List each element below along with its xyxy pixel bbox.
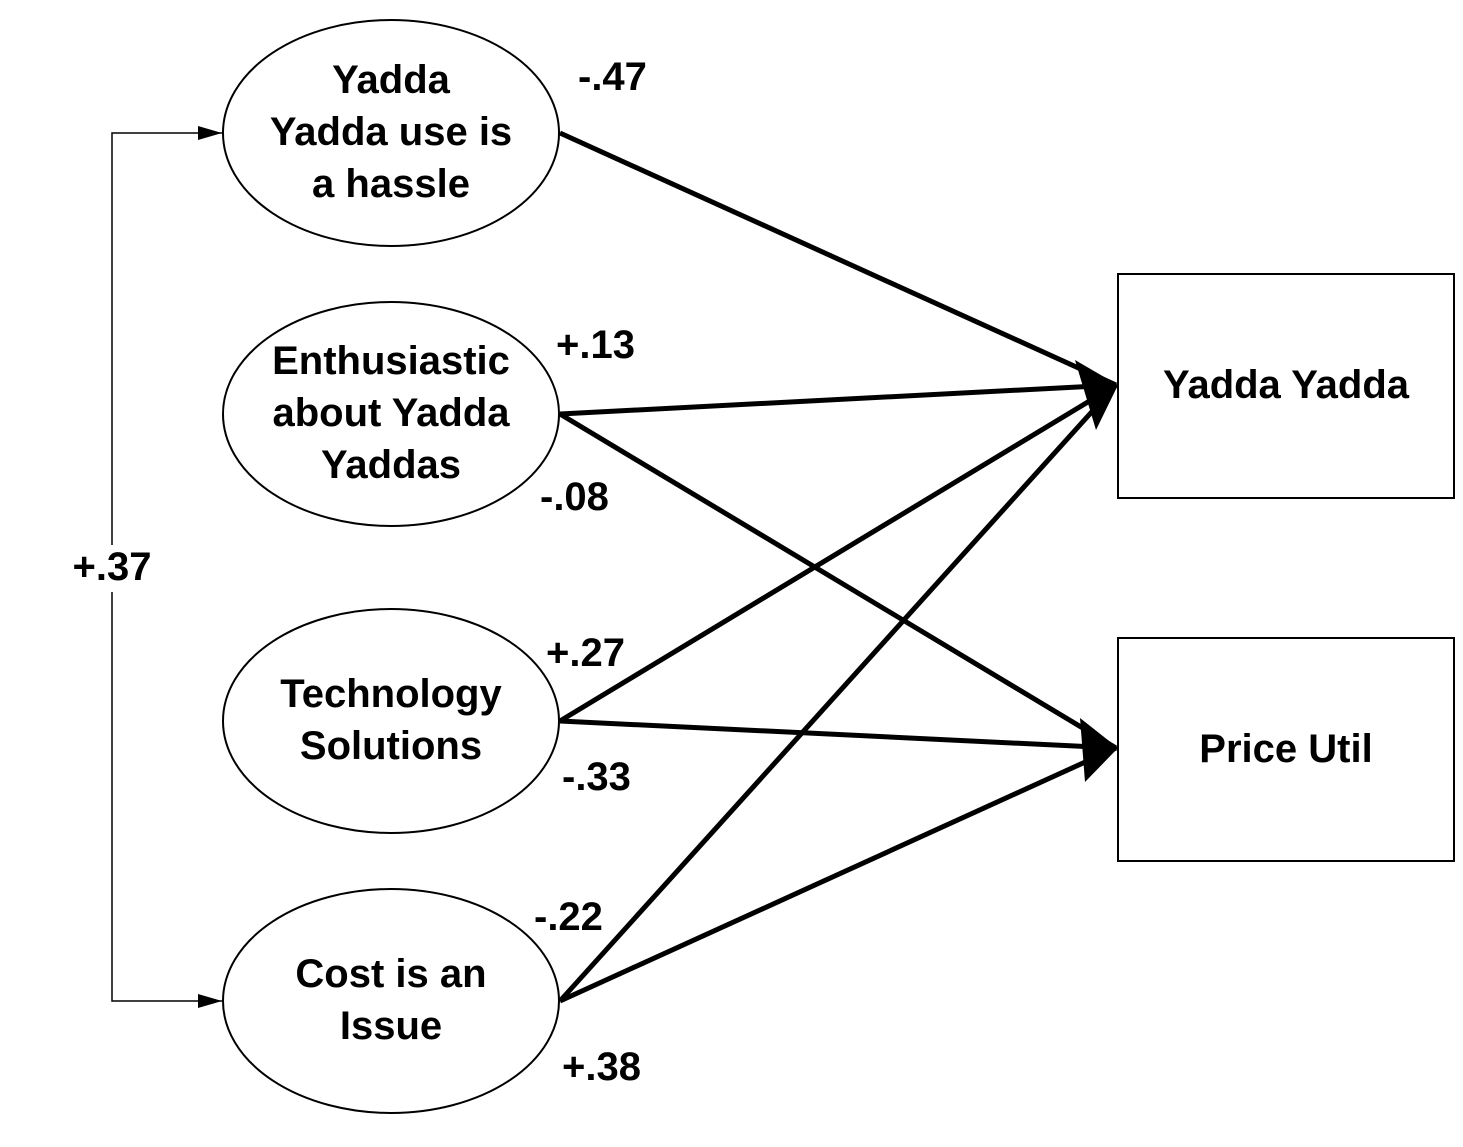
factor-label-line: Yadda use is bbox=[270, 110, 512, 154]
factor-label-line: Yaddas bbox=[321, 443, 461, 487]
path-coefficient: +.13 bbox=[556, 323, 635, 367]
path-coefficient: +.27 bbox=[546, 631, 625, 675]
ellipse-node bbox=[222, 608, 560, 834]
path-line-enthusiastic-to-yadda bbox=[559, 382, 1117, 417]
path-line-tech-to-price bbox=[559, 718, 1117, 751]
path-coefficient: -.47 bbox=[578, 55, 647, 99]
factor-label-line: a hassle bbox=[312, 162, 470, 206]
arrowhead-icon bbox=[198, 994, 222, 1008]
path-coefficient: -.08 bbox=[540, 475, 609, 519]
arrowhead-icon bbox=[1075, 360, 1118, 430]
path-line-hassle-to-yadda bbox=[558, 130, 1118, 388]
ellipse-node bbox=[222, 19, 560, 247]
ellipse-node bbox=[222, 888, 560, 1114]
outcome-price: Price Util bbox=[1117, 637, 1455, 862]
arrowhead-icon bbox=[198, 126, 222, 140]
factor-label-line: Issue bbox=[340, 1004, 442, 1048]
path-lines bbox=[558, 130, 1118, 1004]
factor-label-line: Solutions bbox=[300, 724, 482, 768]
factor-tech: Technology Solutions bbox=[222, 608, 560, 834]
path-coefficient: -.22 bbox=[534, 895, 603, 939]
factor-label-line: Yadda bbox=[332, 58, 451, 102]
factor-hassle: Yadda Yadda use is a hassle bbox=[222, 19, 560, 247]
path-line-enthusiastic-to-price bbox=[558, 411, 1118, 751]
factor-cost: Cost is an Issue bbox=[222, 888, 560, 1114]
path-coefficient: -.33 bbox=[562, 755, 631, 799]
arrowheads bbox=[1075, 360, 1118, 782]
correlation-coefficient: +.37 bbox=[73, 545, 152, 589]
path-line-cost-to-price bbox=[558, 745, 1118, 1004]
ellipse-node bbox=[222, 301, 560, 527]
path-line-tech-to-yadda bbox=[558, 382, 1118, 724]
arrowhead-icon bbox=[1080, 718, 1118, 782]
coefficient-labels: -.47 +.13 -.08 +.27 -.33 -.22 +.38 bbox=[534, 55, 647, 1089]
factor-label-line: about Yadda bbox=[272, 391, 510, 435]
outcome-box bbox=[1117, 273, 1455, 499]
correlation-bracket: +.37 bbox=[73, 126, 222, 1008]
factor-enthusiastic: Enthusiastic about Yadda Yaddas bbox=[222, 301, 560, 527]
path-coefficient: +.38 bbox=[562, 1045, 641, 1089]
outcome-yadda: Yadda Yadda bbox=[1117, 273, 1455, 499]
outcome-box bbox=[1117, 637, 1455, 862]
factor-label-line: Cost is an bbox=[295, 952, 486, 996]
outcome-label: Price Util bbox=[1199, 727, 1372, 771]
factor-label-line: Technology bbox=[280, 672, 502, 716]
path-line-cost-to-yadda bbox=[558, 383, 1118, 1003]
outcome-label: Yadda Yadda bbox=[1163, 363, 1410, 407]
factor-label-line: Enthusiastic bbox=[272, 339, 510, 383]
